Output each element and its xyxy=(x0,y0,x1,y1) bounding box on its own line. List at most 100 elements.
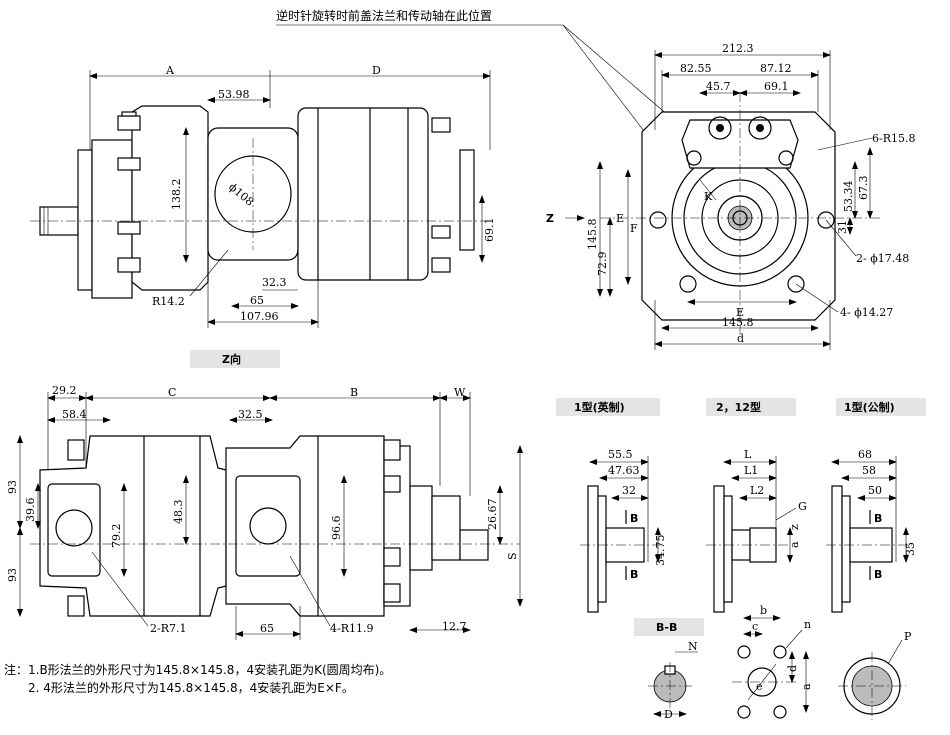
dim-D: D xyxy=(372,64,381,77)
dim-d-detail: d xyxy=(786,665,799,672)
dim-K: K xyxy=(704,190,713,203)
dim-F: F xyxy=(630,222,638,235)
dim-B: B xyxy=(350,386,358,399)
dim-P: P xyxy=(904,630,912,643)
dim-29-2: 29.2 xyxy=(52,384,77,397)
z-view-label: Z向 xyxy=(222,352,241,366)
dim-34-75: 34.75 xyxy=(654,535,667,567)
dim-69-1: 69.1 xyxy=(483,218,496,243)
dim-E-v: E xyxy=(616,212,624,225)
keyed-shaft-section: N D xyxy=(648,640,698,721)
dim-145-8-v: 145.8 xyxy=(586,219,599,251)
type-2-12-label: 2，12型 xyxy=(716,400,761,414)
dim-35: 35 xyxy=(904,542,917,556)
side-view-bottom xyxy=(17,392,523,640)
dim-87-12: 87.12 xyxy=(760,62,792,75)
dim-68: 68 xyxy=(858,448,872,461)
dim-58: 58 xyxy=(862,464,876,477)
z-view-tag xyxy=(190,350,280,368)
z-arrow-label: Z xyxy=(546,212,554,225)
dim-96-6: 96.6 xyxy=(330,516,343,541)
dim-48-3: 48.3 xyxy=(172,500,185,525)
note-2: 2. 4形法兰的外形尺寸为145.8×145.8，4安装孔距为E×F。 xyxy=(28,681,354,695)
dim-47-63: 47.63 xyxy=(608,464,640,477)
rotation-leader-1 xyxy=(562,24,651,140)
section-B-bottom-m: B xyxy=(874,568,882,581)
dim-93-top: 93 xyxy=(6,480,19,494)
dim-6-R15-8: 6-R15.8 xyxy=(872,132,916,145)
dim-d: d xyxy=(737,332,744,345)
dim-G: G xyxy=(798,500,807,513)
dim-R14-2: R14.2 xyxy=(152,295,185,308)
type-1-imperial: 1型(英制) 55.5 47.63 32 34.75 B B xyxy=(556,398,667,613)
type-1-metric-label: 1型(公制) xyxy=(844,400,895,414)
bb-tag xyxy=(634,618,704,636)
dim-32-5: 32.5 xyxy=(238,408,263,421)
dim-L2: L2 xyxy=(750,484,764,497)
dim-e: e xyxy=(756,680,763,693)
dim-67-3: 67.3 xyxy=(857,176,870,201)
top-boss xyxy=(681,119,799,169)
notes: 注：1.B形法兰的外形尺寸为145.8×145.8，4安装孔距为K(圆周均布)。… xyxy=(4,661,391,697)
dim-93-bottom: 93 xyxy=(6,568,19,582)
dim-2-R7-1: 2-R7.1 xyxy=(150,622,187,635)
dim-4-phi-14-27: 4- ϕ14.27 xyxy=(840,306,893,319)
dim-45-7: 45.7 xyxy=(706,80,731,93)
dim-32-3: 32.3 xyxy=(262,276,287,289)
section-B-bottom: B xyxy=(630,568,638,581)
mount-hole-right xyxy=(817,211,835,229)
dim-c: c xyxy=(752,620,758,633)
side-view-top xyxy=(30,70,491,328)
dim-31: 31 xyxy=(836,220,849,234)
note-1: 注：1.B形法兰的外形尺寸为145.8×145.8，4安装孔距为K(圆周均布)。 xyxy=(4,663,392,677)
dim-L: L xyxy=(744,448,752,461)
dim-a-detail: a xyxy=(800,683,813,690)
dim-82-55: 82.55 xyxy=(680,62,712,75)
dim-N: N xyxy=(688,640,698,653)
dim-z: z xyxy=(788,524,801,530)
dim-69-1b: 69.1 xyxy=(764,80,789,93)
dim-53-98: 53.98 xyxy=(218,88,250,101)
dim-65b: 65 xyxy=(260,622,274,635)
dim-E-h: E xyxy=(736,306,744,319)
dim-107-96: 107.96 xyxy=(240,310,279,323)
dim-53-34: 53.34 xyxy=(842,181,855,213)
dim-212-3: 212.3 xyxy=(722,42,754,55)
type-1-imperial-label: 1型(英制) xyxy=(574,400,625,414)
dim-a: a xyxy=(788,541,801,548)
dim-S: S xyxy=(506,552,519,560)
dim-65: 65 xyxy=(250,294,264,307)
dim-2-phi-17-48: 2- ϕ17.48 xyxy=(856,252,909,265)
rotation-note: 逆时针旋转时前盖法兰和传动轴在此位置 xyxy=(276,8,492,23)
dim-145-8-h: 145.8 xyxy=(722,316,754,329)
section-B-top: B xyxy=(630,512,638,525)
bolt-pattern-detail: b c n d a e xyxy=(732,604,813,719)
flange-1 xyxy=(77,149,93,291)
rear-section-1 xyxy=(297,107,429,281)
dim-4-R11-9: 4-R11.9 xyxy=(330,622,374,635)
dim-50: 50 xyxy=(868,484,882,497)
dim-C: C xyxy=(168,386,176,399)
dim-39-6: 39.6 xyxy=(24,498,37,523)
mount-hole-left xyxy=(649,211,667,229)
type-1-metric: 1型(公制) 68 58 50 35 B B xyxy=(826,398,926,613)
dim-55-5: 55.5 xyxy=(608,448,633,461)
front-view xyxy=(565,50,880,350)
dim-12-7: 12.7 xyxy=(442,620,467,633)
dim-26-67: 26.67 xyxy=(486,499,499,531)
dim-A: A xyxy=(165,64,175,77)
side-view-bottom-labels: 29.2 C B W 58.4 32.5 93 39.6 93 79.2 48.… xyxy=(6,384,519,635)
dim-72-9: 72.9 xyxy=(596,252,609,277)
type-2-12: 2，12型 L L1 L2 G z a xyxy=(706,398,807,613)
section-B-top-m: B xyxy=(874,512,882,525)
dim-58-4: 58.4 xyxy=(62,408,87,421)
dim-n: n xyxy=(804,618,811,631)
dim-32: 32 xyxy=(622,484,636,497)
dim-L1: L1 xyxy=(744,464,758,477)
dim-b: b xyxy=(760,604,767,617)
front-view-labels: 212.3 82.55 87.12 45.7 69.1 6-R15.8 145.… xyxy=(546,42,916,345)
dim-D-detail: D xyxy=(664,708,673,721)
dim-138-2: 138.2 xyxy=(170,179,183,211)
